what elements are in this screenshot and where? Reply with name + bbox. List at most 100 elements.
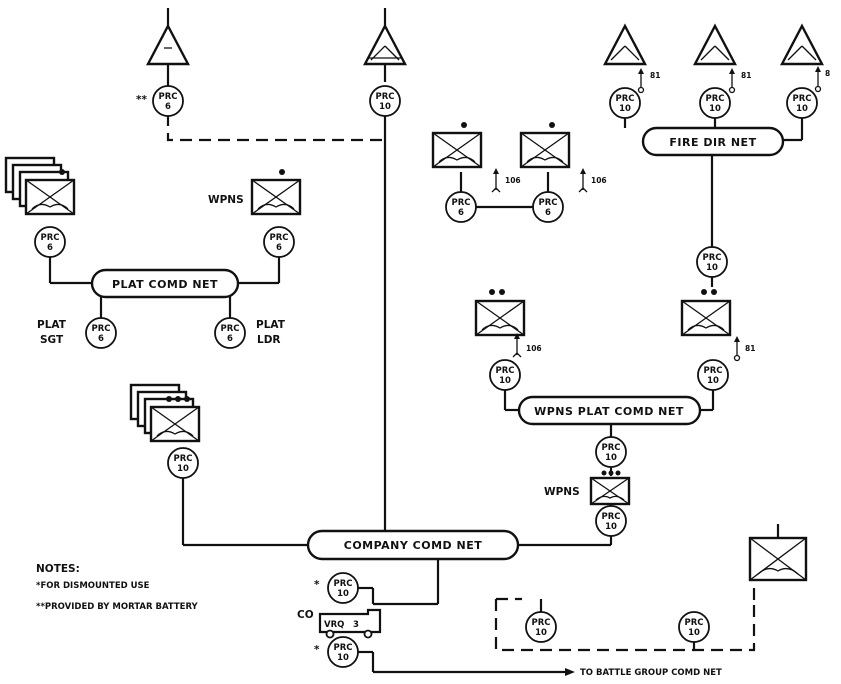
svg-text:6: 6 bbox=[47, 243, 53, 253]
rifle-platoon-stack-bottom bbox=[129, 383, 201, 443]
svg-text:81: 81 bbox=[745, 344, 755, 353]
svg-text:PRC: PRC bbox=[495, 366, 514, 376]
weapon-indicator-106c: 106 bbox=[512, 333, 542, 358]
fire-dir-net: FIRE DIR NET bbox=[641, 126, 785, 157]
svg-text:10: 10 bbox=[535, 628, 547, 638]
weapon-indicator-106a: 106 bbox=[491, 168, 521, 193]
prc-10-co-upper: PRC 10 bbox=[327, 572, 359, 604]
prc-6-plat-sgt: PRC 6 bbox=[85, 317, 117, 349]
weapon-indicator-106b: 106 bbox=[578, 168, 607, 193]
wpns-plat-comd-net: WPNS PLAT COMD NET bbox=[517, 395, 702, 426]
svg-text:6: 6 bbox=[276, 243, 282, 253]
svg-text:PRC: PRC bbox=[40, 233, 59, 243]
svg-text:WPNS PLAT COMD NET: WPNS PLAT COMD NET bbox=[534, 405, 684, 418]
fo-triangle-3 bbox=[780, 24, 824, 66]
svg-text:8: 8 bbox=[825, 69, 830, 78]
svg-text:106: 106 bbox=[505, 176, 521, 185]
svg-text:6: 6 bbox=[227, 334, 233, 344]
svg-text:10: 10 bbox=[706, 263, 718, 273]
svg-text:10: 10 bbox=[605, 522, 617, 532]
svg-text:PRC: PRC bbox=[158, 92, 177, 102]
svg-text:10: 10 bbox=[709, 104, 721, 114]
svg-text:FIRE DIR NET: FIRE DIR NET bbox=[669, 136, 756, 149]
svg-text:6: 6 bbox=[458, 208, 464, 218]
prc-10-fo-2: PRC 10 bbox=[699, 87, 731, 119]
svg-text:10: 10 bbox=[499, 376, 511, 386]
svg-text:6: 6 bbox=[165, 102, 171, 112]
prc-6-mortar-observer: PRC 6 bbox=[152, 85, 184, 117]
svg-text:10: 10 bbox=[688, 628, 700, 638]
recoilless-squad-box-1 bbox=[431, 122, 483, 169]
svg-text:10: 10 bbox=[337, 589, 349, 599]
mortar-observer-triangle bbox=[146, 8, 190, 66]
connection-lines bbox=[48, 37, 804, 676]
svg-text:10: 10 bbox=[619, 104, 631, 114]
weapons-squad-box bbox=[250, 169, 302, 216]
svg-text:6: 6 bbox=[98, 334, 104, 344]
svg-text:PRC: PRC bbox=[684, 618, 703, 628]
prc-10-battle-group-left: PRC 10 bbox=[525, 611, 557, 643]
dismounted-mark-upper: * bbox=[314, 579, 320, 591]
svg-text:6: 6 bbox=[545, 208, 551, 218]
svg-text:PRC: PRC bbox=[702, 253, 721, 263]
svg-text:PRC: PRC bbox=[531, 618, 550, 628]
svg-text:PRC: PRC bbox=[91, 324, 110, 334]
co-label: CO bbox=[297, 609, 314, 621]
weapon-indicator-8: 8 bbox=[814, 66, 830, 93]
plat-comd-net: PLAT COMD NET bbox=[90, 268, 240, 299]
prc-10-mortar-section: PRC 10 bbox=[696, 246, 728, 278]
prc-10-106-section: PRC 10 bbox=[489, 359, 521, 391]
svg-text:PRC: PRC bbox=[269, 233, 288, 243]
svg-text:10: 10 bbox=[177, 464, 189, 474]
prc-6-weapons-squad: PRC 6 bbox=[263, 226, 295, 258]
prc-6-106-squad-2: PRC 6 bbox=[532, 191, 564, 223]
plat-label-left: PLAT bbox=[37, 319, 67, 331]
wpns-label-bottom: WPNS bbox=[544, 486, 580, 498]
ldr-label: LDR bbox=[257, 334, 281, 346]
weapons-platoon-box bbox=[589, 470, 631, 506]
battle-group-box bbox=[748, 524, 808, 582]
svg-text:PRC: PRC bbox=[703, 366, 722, 376]
prc-6-plat-ldr: PRC 6 bbox=[214, 317, 246, 349]
vrq-3-vehicle: VRQ 3 bbox=[318, 608, 382, 639]
wpns-label-top: WPNS bbox=[208, 194, 244, 206]
prc-10-battle-group-right: PRC 10 bbox=[678, 611, 710, 643]
weapon-indicator-81c: 81 bbox=[733, 336, 755, 362]
rifle-platoon-stack-top bbox=[4, 156, 76, 216]
prc-6-rifle-platoon: PRC 6 bbox=[34, 226, 66, 258]
svg-text:106: 106 bbox=[591, 176, 607, 185]
note-1: *FOR DISMOUNTED USE bbox=[36, 581, 150, 591]
svg-text:COMPANY COMD NET: COMPANY COMD NET bbox=[344, 539, 483, 552]
svg-text:10: 10 bbox=[605, 453, 617, 463]
svg-text:PRC: PRC bbox=[601, 512, 620, 522]
svg-text:81: 81 bbox=[741, 71, 751, 80]
note-2: **PROVIDED BY MORTAR BATTERY bbox=[36, 602, 199, 612]
fo-triangle-1 bbox=[603, 24, 647, 66]
prc-10-rifle-platoon-bottom: PRC 10 bbox=[167, 447, 199, 479]
svg-text:10: 10 bbox=[707, 376, 719, 386]
svg-text:PRC: PRC bbox=[615, 94, 634, 104]
svg-text:PRC: PRC bbox=[173, 454, 192, 464]
prc-10-fo-3: PRC 10 bbox=[786, 87, 818, 119]
svg-text:PRC: PRC bbox=[220, 324, 239, 334]
svg-text:81: 81 bbox=[650, 71, 660, 80]
svg-text:10: 10 bbox=[796, 104, 808, 114]
recoilless-section-box bbox=[474, 289, 526, 337]
svg-text:PRC: PRC bbox=[705, 94, 724, 104]
notes-block: NOTES: *FOR DISMOUNTED USE **PROVIDED BY… bbox=[36, 563, 199, 612]
svg-text:PLAT COMD NET: PLAT COMD NET bbox=[112, 278, 218, 291]
notes-title: NOTES: bbox=[36, 563, 80, 575]
svg-text:PRC: PRC bbox=[333, 579, 352, 589]
prc-10-fo-1: PRC 10 bbox=[609, 87, 641, 119]
prc-6-106-squad-1: PRC 6 bbox=[445, 191, 477, 223]
prc-10-company-hq: PRC 10 bbox=[369, 85, 401, 117]
svg-text:10: 10 bbox=[379, 102, 391, 112]
mortar-mark: ** bbox=[136, 94, 147, 106]
prc-10-mortar-section-2: PRC 10 bbox=[697, 359, 729, 391]
svg-text:3: 3 bbox=[353, 620, 359, 630]
svg-text:PRC: PRC bbox=[792, 94, 811, 104]
svg-text:106: 106 bbox=[526, 344, 542, 353]
company-comd-net: COMPANY COMD NET bbox=[306, 529, 520, 561]
prc-10-wpns-plat-lower: PRC 10 bbox=[595, 505, 627, 537]
